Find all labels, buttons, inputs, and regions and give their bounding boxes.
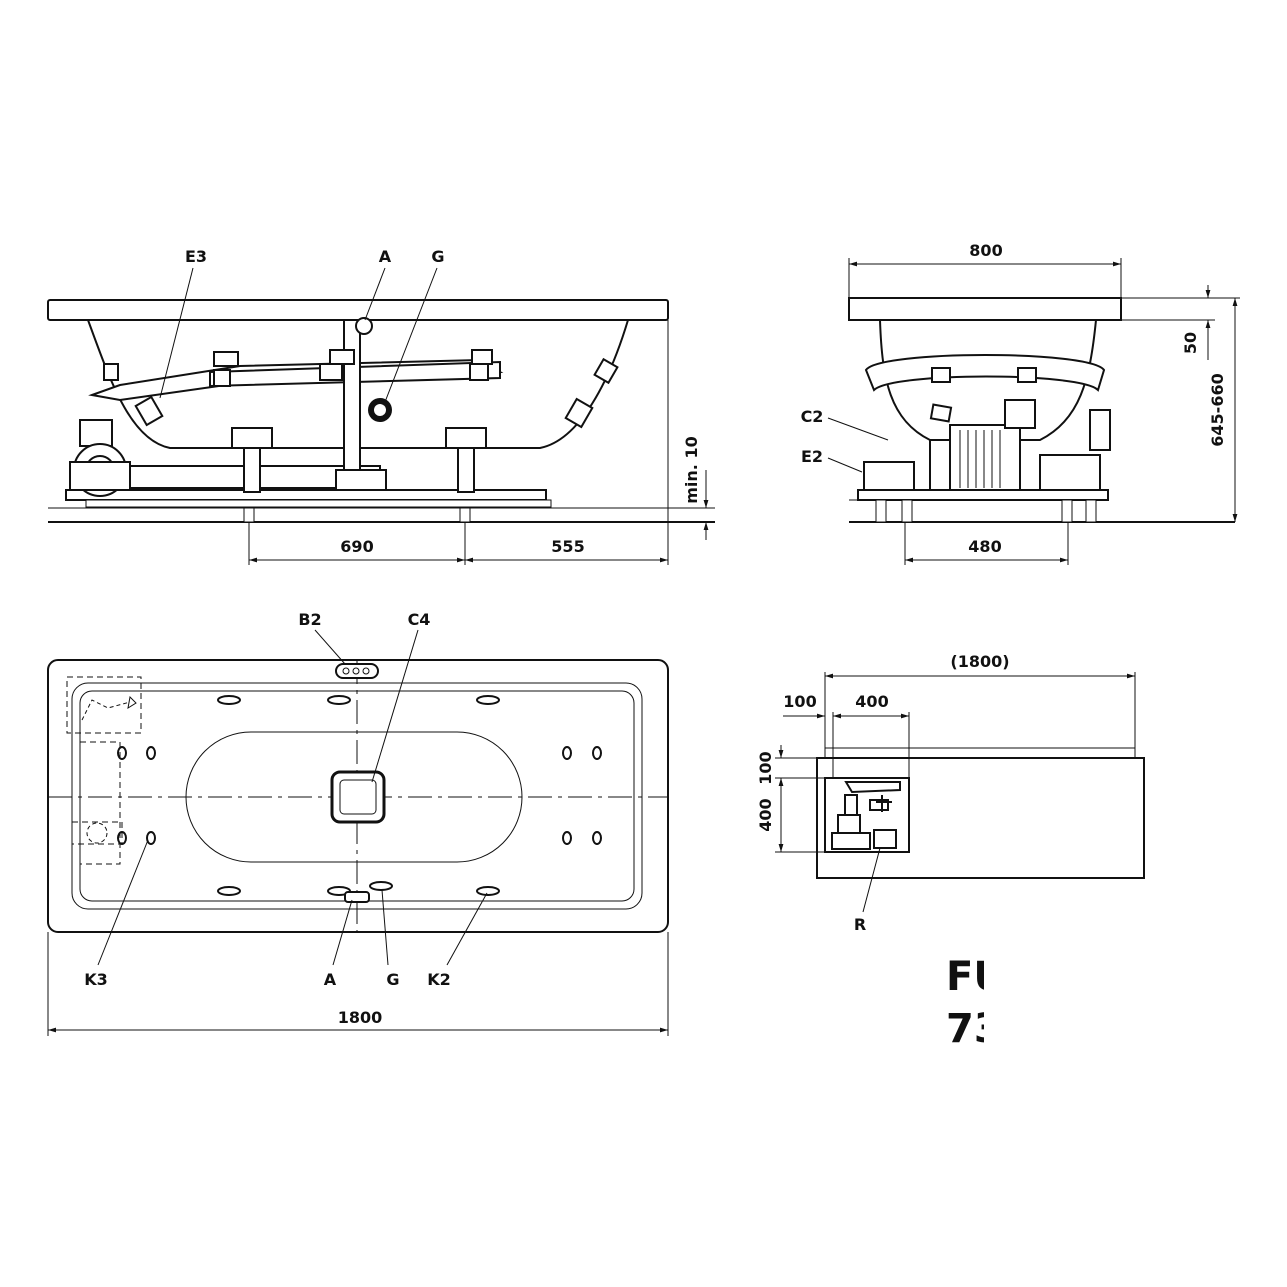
title-crop-mask: [984, 950, 1104, 1060]
side-feet: [243, 507, 471, 523]
end-dim-feet: [904, 522, 1069, 565]
top-view: 1800 B2 C4 K3 A G K2: [47, 610, 669, 1036]
side-valve-a: [355, 317, 373, 335]
panel-dim-horizontal: [783, 712, 910, 778]
callout-r: R: [854, 915, 866, 934]
dim-480: 480: [968, 537, 1001, 556]
callout-b2: B2: [298, 610, 321, 629]
side-brackets: [103, 349, 619, 493]
dim-100-h: 100: [783, 692, 816, 711]
dim-100-v: 100: [756, 751, 775, 784]
top-drain-c4: [330, 770, 386, 824]
top-hidden-equipment: [66, 676, 142, 865]
end-feet: [875, 499, 1097, 523]
panel-pump: [831, 781, 901, 850]
end-dim-width: [848, 258, 1122, 298]
callout-a-side: A: [379, 247, 392, 266]
end-dim-rim: [1121, 285, 1240, 360]
dim-555: 555: [551, 537, 584, 556]
title-block: FU 73: [946, 950, 1104, 1060]
dim-1800-paren: (1800): [950, 652, 1009, 671]
dim-50: 50: [1181, 332, 1200, 354]
end-motor: [863, 367, 1111, 491]
callout-g-side: G: [431, 247, 444, 266]
dim-1800: 1800: [338, 1008, 383, 1027]
callout-g-top: G: [386, 970, 399, 989]
top-jets: [117, 695, 602, 896]
side-rim: [47, 299, 669, 321]
callout-e3: E3: [185, 247, 207, 266]
top-overflow-a: [344, 891, 370, 903]
callout-e2: E2: [801, 447, 823, 466]
dim-800: 800: [969, 241, 1002, 260]
panel-dim-vertical: [775, 745, 825, 853]
panel-tub-outline: [824, 747, 1136, 759]
side-view: 690 555 min. 10 E3 A G: [47, 247, 715, 565]
access-panel-view: (1800) 100 400 100 400 R: [756, 652, 1145, 934]
panel-dim-overall: [824, 672, 1136, 748]
top-outer-rim: [47, 659, 669, 933]
top-control-b2: [335, 663, 379, 679]
end-base-frame: [857, 489, 1109, 501]
side-vertical-pipe: [343, 319, 361, 491]
dim-400-v: 400: [756, 798, 775, 831]
dim-400-h: 400: [855, 692, 888, 711]
dim-min-10: min. 10: [682, 436, 701, 503]
side-base-plate: [85, 499, 552, 508]
side-pump: [69, 419, 131, 497]
end-view: 800 50 645-660 480 C2 E2: [801, 241, 1240, 565]
top-dim-length: [47, 932, 669, 1036]
dim-645-660: 645-660: [1208, 373, 1227, 446]
side-dim-bottom: [248, 320, 669, 565]
callout-a-top: A: [324, 970, 337, 989]
end-hose: [864, 354, 1106, 392]
end-rim: [848, 297, 1122, 321]
callout-k3: K3: [84, 970, 108, 989]
callout-c2: C2: [801, 407, 824, 426]
dim-690: 690: [340, 537, 373, 556]
callout-k2: K2: [427, 970, 451, 989]
callout-c4: C4: [408, 610, 431, 629]
